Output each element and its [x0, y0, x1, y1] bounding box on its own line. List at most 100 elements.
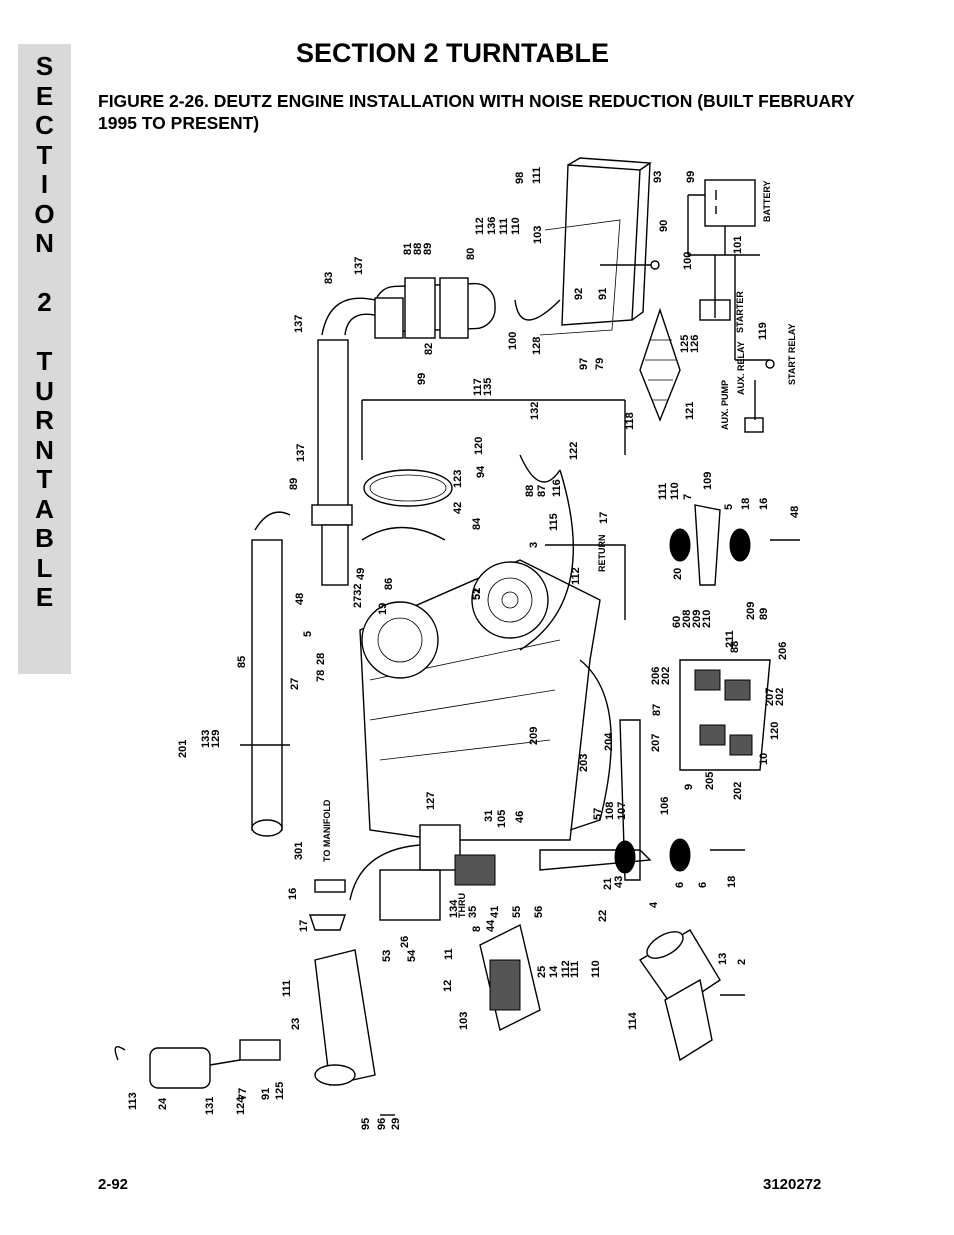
aux-pump-label: AUX. PUMP [720, 380, 730, 430]
part-callout: 80 [465, 248, 477, 260]
tail-pipe-drawing [114, 1039, 395, 1116]
part-callout: 21 [602, 878, 614, 890]
part-callout: 111 [498, 218, 510, 235]
part-callout: 127 [425, 792, 437, 810]
part-callout: 98 [514, 172, 526, 184]
part-callout: 100 [507, 332, 519, 350]
to-manifold-label: TO MANIFOLD [322, 799, 332, 862]
part-callout: 132 [529, 402, 541, 420]
wire-mesh-drawing [639, 307, 681, 422]
part-callout: 12 [442, 980, 454, 992]
part-callout: 7 [682, 494, 694, 500]
part-callout: 96 [376, 1118, 388, 1130]
part-callout: 56 [533, 906, 545, 918]
part-callout: 117 [472, 378, 484, 396]
part-callout: 43 [613, 876, 625, 888]
side-tab-letter: L [36, 552, 53, 583]
part-callout: 88 [729, 641, 741, 653]
part-callout: 122 [568, 442, 580, 460]
part-callout: 84 [471, 517, 483, 530]
part-callout: 60 [671, 616, 683, 628]
part-callout: 20 [672, 568, 684, 580]
part-callout: 210 [701, 610, 713, 628]
part-callout: 3 [528, 542, 540, 548]
part-callout: 301 [293, 842, 305, 860]
battery-schematic [687, 179, 775, 433]
part-callout: 53 [381, 950, 393, 962]
document-number: 3120272 [763, 1176, 822, 1193]
part-callout: 110 [669, 482, 681, 500]
part-callout: 202 [774, 688, 786, 706]
part-callout: 5 [723, 504, 735, 510]
part-callout: 10 [758, 753, 770, 765]
part-callout: 204 [603, 732, 615, 751]
part-callout: 88 [524, 485, 536, 497]
part-callout: 85 [236, 656, 248, 668]
battery-box-drawing [539, 157, 660, 336]
part-callout: 17 [298, 920, 310, 932]
part-callout: 82 [423, 343, 435, 355]
part-callout: 120 [769, 722, 781, 740]
part-callout: 114 [627, 1011, 639, 1030]
part-callout: 4 [648, 901, 660, 908]
aux-relay-label: AUX. RELAY [736, 341, 746, 395]
part-callout: 46 [514, 811, 526, 823]
part-callout: 89 [422, 243, 434, 255]
part-callout: 205 [704, 772, 716, 790]
part-callout: 108 [604, 802, 616, 820]
part-callout: 123 [452, 470, 464, 488]
part-callout: 55 [511, 906, 523, 918]
side-tab-letter: N [35, 228, 54, 258]
part-callout: 23 [290, 1018, 302, 1030]
part-callout: 125 [274, 1082, 286, 1100]
side-tab-letter: E [35, 582, 54, 612]
part-callout: 94 [475, 465, 487, 478]
part-callout: 209 [528, 727, 540, 745]
part-callout: 11 [443, 948, 455, 960]
exhaust-pipe-drawing [240, 511, 291, 837]
part-callout: 52 [471, 588, 483, 600]
part-callout: 137 [293, 315, 305, 333]
part-callout: 110 [590, 960, 602, 978]
part-callout: 207 [764, 688, 776, 706]
part-callout: 91 [260, 1088, 272, 1100]
part-callout: 29 [390, 1118, 402, 1130]
part-callout: 211 [724, 630, 736, 648]
part-callout: 106 [659, 797, 671, 815]
part-callout: 9 [683, 784, 695, 790]
part-callout: 35 [467, 906, 479, 918]
part-callout: 18 [740, 498, 752, 510]
part-callout: 119 [757, 322, 769, 340]
side-tab-letter: T [36, 139, 53, 170]
part-callout: 8 [471, 926, 483, 932]
part-callout: 16 [287, 888, 299, 900]
part-callout: 99 [685, 171, 697, 183]
engine-mount-upper [669, 504, 800, 586]
part-callout: 112 [560, 960, 572, 978]
side-tab-letter: O [34, 198, 55, 229]
part-callout: 44 [485, 919, 497, 932]
part-callout: 115 [548, 513, 560, 531]
starter-label: STARTER [735, 291, 745, 333]
part-callout: 131 [204, 1097, 216, 1115]
part-callout: 203 [578, 754, 590, 772]
figure-title: FIGURE 2-26. DEUTZ ENGINE INSTALLATION W… [98, 91, 855, 133]
part-callout: 135 [482, 378, 494, 396]
part-callout: 2 [736, 959, 748, 965]
part-callout: 18 [726, 876, 738, 888]
side-tab-letter: A [35, 493, 54, 524]
part-callout: 22 [597, 910, 609, 922]
part-callout: 113 [127, 1092, 139, 1110]
part-callout: 93 [652, 171, 664, 183]
part-callout: 99 [416, 373, 428, 385]
part-callout: 126 [689, 335, 701, 353]
part-callout: 89 [288, 478, 300, 490]
muffler-drawing [309, 879, 376, 1086]
part-callout: 120 [473, 437, 485, 455]
part-callout: 91 [597, 288, 609, 300]
side-tab-letter: C [35, 110, 54, 140]
part-callout: 92 [573, 288, 585, 300]
